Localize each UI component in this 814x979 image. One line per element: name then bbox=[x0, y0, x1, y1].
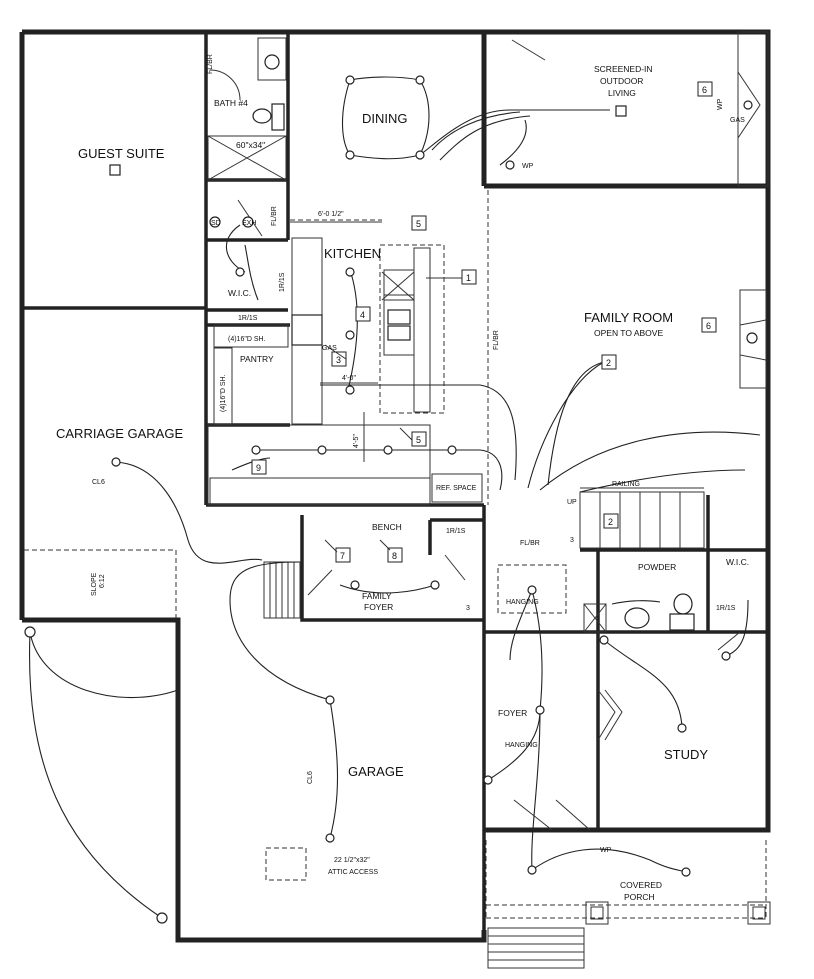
tag-8 bbox=[387, 547, 403, 563]
tag-2-family bbox=[601, 354, 617, 370]
label-attic-1: 22 1/2"x32" bbox=[334, 857, 370, 864]
label-attic-2: ATTIC ACCESS bbox=[328, 869, 378, 876]
dashed-lines bbox=[24, 190, 767, 919]
tag-2-family-text: 2 bbox=[606, 358, 611, 368]
label-1r1s-closet: 1R/1S bbox=[446, 528, 466, 535]
label-1r1s-wic: 1R/1S bbox=[279, 272, 286, 292]
tag-5-bottom-text: 5 bbox=[416, 435, 421, 445]
room-pantry: PANTRY bbox=[240, 354, 274, 364]
tag-8-text: 8 bbox=[392, 551, 397, 561]
label-1r1s-pantry: 1R/1S bbox=[238, 315, 258, 322]
room-screened-2: OUTDOOR bbox=[600, 76, 643, 86]
tag-7-text: 7 bbox=[340, 551, 345, 561]
label-flbr-wic: FL/BR bbox=[271, 206, 278, 226]
tag-6-family-text: 6 bbox=[706, 321, 711, 331]
room-bench: BENCH bbox=[372, 522, 402, 532]
exterior-walls bbox=[19, 29, 771, 943]
label-hanging-1: HANGING bbox=[506, 599, 539, 606]
label-gas-outdoor: GAS bbox=[730, 117, 745, 124]
room-carriage-garage: CARRIAGE GARAGE bbox=[56, 426, 183, 441]
fireplaces bbox=[737, 31, 769, 389]
dimension-text: 6'-0 1/2" 4'-0" 4'-5" bbox=[318, 211, 360, 448]
tag-7 bbox=[335, 547, 351, 563]
room-guest-suite: GUEST SUITE bbox=[78, 146, 165, 161]
room-family-foyer-2: FOYER bbox=[364, 602, 393, 612]
tag-2-stair-text: 2 bbox=[608, 517, 613, 527]
label-sd: SD bbox=[211, 220, 221, 227]
room-garage: GARAGE bbox=[348, 764, 404, 779]
label-three-stair: 3 bbox=[570, 537, 574, 544]
label-gas-kitchen: GAS bbox=[322, 345, 337, 352]
tag-5-top-text: 5 bbox=[416, 219, 421, 229]
label-flbr-bath: FL/BR bbox=[207, 54, 214, 74]
label-slope-2: 6:12 bbox=[99, 574, 106, 588]
dim-aisle: 4'-5" bbox=[353, 434, 360, 448]
dim-kitchen-width: 6'-0 1/2" bbox=[318, 211, 344, 218]
room-study: STUDY bbox=[664, 747, 708, 762]
tag-1 bbox=[461, 269, 477, 285]
label-flbr-stair: FL/BR bbox=[520, 540, 540, 547]
tag-4-text: 4 bbox=[360, 310, 365, 320]
dim-island-width: 4'-0" bbox=[342, 375, 356, 382]
tag-2-stair bbox=[603, 513, 619, 529]
tag-6-outdoor-text: 6 bbox=[702, 85, 707, 95]
room-covered-porch-1: COVERED bbox=[620, 880, 662, 890]
light-fixtures bbox=[24, 75, 731, 924]
room-kitchen: KITCHEN bbox=[324, 246, 381, 261]
room-screened-1: SCREENED-IN bbox=[594, 64, 653, 74]
label-three-foyer: 3 bbox=[466, 605, 470, 612]
label-exh: EXH bbox=[242, 220, 256, 227]
bath-fixtures bbox=[207, 37, 695, 633]
room-covered-porch-2: PORCH bbox=[624, 892, 655, 902]
tag-9-text: 9 bbox=[256, 463, 261, 473]
tag-6-family bbox=[701, 317, 717, 333]
misc-labels: FL/BR FL/BR 1R/1S 1R/1S (4)16"D SH. (4)1… bbox=[91, 54, 745, 876]
room-bath4: BATH #4 bbox=[214, 98, 248, 108]
tag-4 bbox=[355, 306, 371, 322]
label-cl6-garage: CL6 bbox=[307, 771, 314, 784]
stairs bbox=[263, 487, 705, 969]
label-hanging-2: HANGING bbox=[505, 742, 538, 749]
callout-tags: 5 1 4 3 5 9 2 6 6 2 7 8 bbox=[251, 81, 717, 563]
label-wp-outdoor: WP bbox=[717, 98, 724, 110]
kitchen-casework bbox=[207, 237, 483, 506]
label-cl6-carriage: CL6 bbox=[92, 479, 105, 486]
tag-5-top bbox=[411, 215, 427, 231]
room-labels: GUEST SUITE BATH #4 60"x34" DINING SCREE… bbox=[56, 64, 749, 902]
room-family-sub: OPEN TO ABOVE bbox=[594, 328, 663, 338]
porch-posts bbox=[585, 901, 771, 925]
label-pantry-shelf-h: (4)16"D SH. bbox=[228, 336, 266, 343]
room-foyer: FOYER bbox=[498, 708, 527, 718]
room-wic-right: W.I.C. bbox=[726, 557, 749, 567]
room-family-foyer-1: FAMILY bbox=[362, 591, 392, 601]
room-wic-left: W.I.C. bbox=[228, 288, 251, 298]
tag-5-bottom bbox=[411, 431, 427, 447]
room-dining: DINING bbox=[362, 111, 408, 126]
label-wp-screened: WP bbox=[522, 163, 534, 170]
shower-size: 60"x34" bbox=[236, 140, 265, 150]
label-slope-1: SLOPE bbox=[91, 572, 98, 596]
label-railing: RAILING bbox=[612, 481, 640, 488]
room-family: FAMILY ROOM bbox=[584, 310, 673, 325]
tag-1-text: 1 bbox=[466, 273, 471, 283]
dimension-lines bbox=[290, 221, 382, 462]
room-screened-3: LIVING bbox=[608, 88, 636, 98]
label-pantry-shelf-v: (4)16"D SH. bbox=[220, 374, 227, 412]
label-wp-porch: WP bbox=[600, 847, 612, 854]
room-powder: POWDER bbox=[638, 562, 676, 572]
wiring bbox=[28, 76, 761, 919]
tag-9 bbox=[251, 459, 267, 475]
label-flbr-family: FL/BR bbox=[493, 330, 500, 350]
label-ref-space: REF. SPACE bbox=[436, 485, 477, 492]
label-up: UP bbox=[567, 499, 577, 506]
tag-6-outdoor bbox=[697, 81, 713, 97]
label-1r1s-wic-right: 1R/1S bbox=[716, 605, 736, 612]
tag-3-text: 3 bbox=[336, 355, 341, 365]
